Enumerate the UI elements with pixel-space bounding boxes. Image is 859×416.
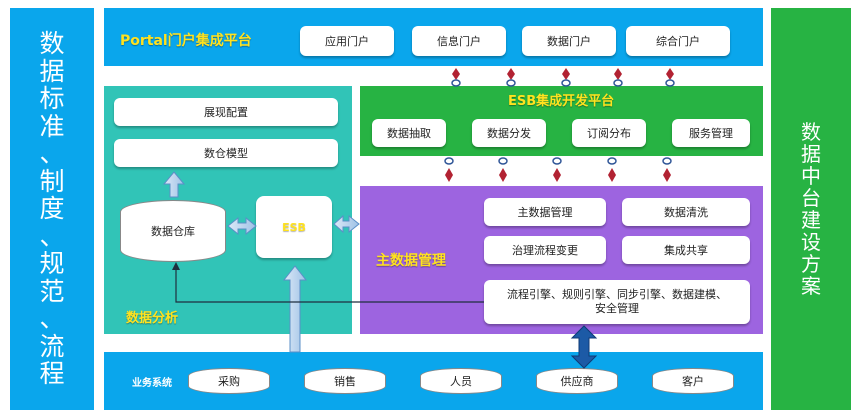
link-node-icon (506, 68, 516, 87)
right-bar-char: 据 (801, 142, 821, 166)
portal-item: 数据门户 (522, 26, 616, 56)
left-bar-char: 数 (39, 29, 65, 59)
business-system: 供应商 (536, 368, 618, 394)
esb-platform-item: 数据分发 (472, 119, 546, 147)
up-arrow-icon (162, 171, 186, 198)
portal-esb-connectors (451, 68, 675, 87)
left-bar-char: 规 (39, 249, 65, 279)
data-warehouse-cylinder: 数据仓库 (120, 200, 226, 262)
esb-platform-title: ESB集成开发平台 (508, 94, 615, 109)
portal-item: 信息门户 (412, 26, 506, 56)
arrowhead-icon (172, 262, 180, 270)
analysis-title: 数据分析 (126, 311, 179, 326)
link-node-icon (607, 157, 617, 182)
esb-platform-item: 订阅分布 (572, 119, 646, 147)
left-side-bar: 数 据 标 准 、 制 度 、 规 范 、 流 程 (10, 8, 94, 410)
analysis-item: 数仓模型 (114, 139, 338, 167)
left-bar-char: 准 (39, 111, 65, 141)
link-node-icon (451, 68, 461, 87)
portal-item: 应用门户 (300, 26, 394, 56)
link-node-icon (444, 157, 454, 182)
mdm-engine-box: 流程引擎、规则引擎、同步引擎、数据建模、安全管理 (484, 280, 750, 324)
left-bar-char: 范 (39, 276, 65, 306)
mdm-item: 集成共享 (622, 236, 750, 264)
left-bar-char: 、 (39, 304, 65, 334)
esb-platform-item: 数据抽取 (372, 119, 446, 147)
link-node-icon (552, 157, 562, 182)
left-bar-char: 度 (39, 194, 65, 224)
link-node-icon (662, 157, 672, 182)
left-bar-char: 程 (39, 359, 65, 389)
business-system: 客户 (652, 368, 734, 394)
right-bar-char: 方 (801, 252, 821, 276)
left-bar-char: 流 (39, 331, 65, 361)
mdm-item: 治理流程变更 (484, 236, 606, 264)
vertical-double-arrow-icon (570, 325, 598, 369)
link-node-icon (498, 157, 508, 182)
business-system: 销售 (304, 368, 386, 394)
link-node-icon (561, 68, 571, 87)
left-bar-char: 标 (39, 84, 65, 114)
business-system: 人员 (420, 368, 502, 394)
business-system: 采购 (188, 368, 270, 394)
left-bar-char: 据 (39, 56, 65, 86)
left-bar-char: 、 (39, 221, 65, 251)
right-bar-char: 数 (801, 120, 821, 144)
link-node-icon (613, 68, 623, 87)
up-arrow-icon (282, 265, 308, 353)
flow-line (175, 266, 484, 303)
portal-title: Portal门户集成平台 (120, 33, 252, 49)
esb-platform-item: 服务管理 (672, 119, 750, 147)
right-bar-char: 设 (801, 230, 821, 254)
left-bar-char: 制 (39, 166, 65, 196)
left-bar-char: 、 (39, 139, 65, 169)
portal-item: 综合门户 (626, 26, 730, 56)
right-bar-char: 台 (801, 186, 821, 210)
mdm-item: 主数据管理 (484, 198, 606, 226)
right-bar-char: 案 (801, 274, 821, 298)
double-arrow-icon (227, 216, 257, 236)
double-arrow-icon (333, 214, 360, 234)
right-side-bar: 数 据 中 台 建 设 方 案 (771, 8, 851, 410)
mdm-item: 数据清洗 (622, 198, 750, 226)
right-bar-char: 建 (801, 208, 821, 232)
right-bar-char: 中 (801, 164, 821, 188)
esb-mdm-connectors (444, 157, 672, 182)
business-label: 业务系统 (132, 378, 172, 389)
mdm-title: 主数据管理 (376, 253, 446, 269)
link-node-icon (665, 68, 675, 87)
esb-box: ESB (256, 196, 332, 258)
analysis-item: 展现配置 (114, 98, 338, 126)
